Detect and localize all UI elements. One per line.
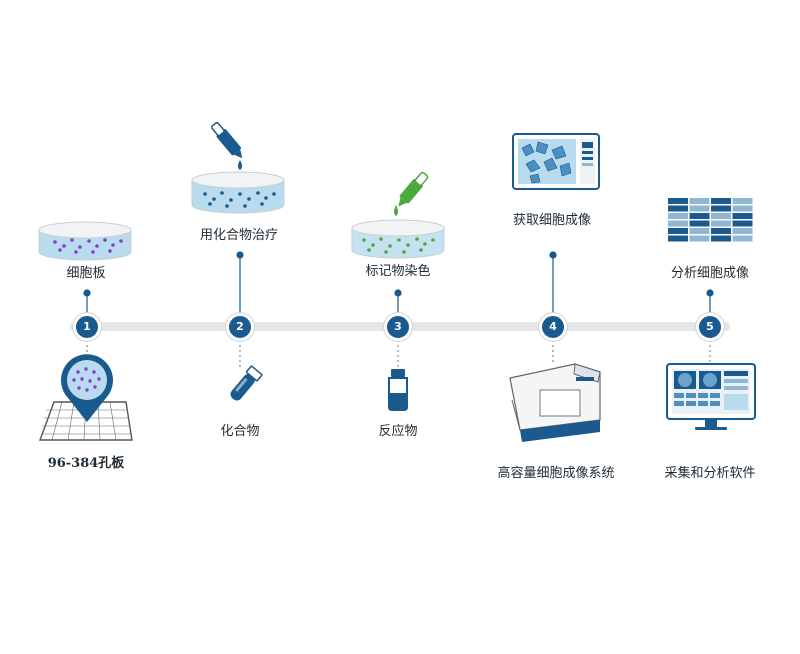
petri-dish-purple-icon bbox=[38, 221, 132, 261]
well-plate-icon bbox=[38, 354, 133, 441]
step-1-number: 1 bbox=[73, 313, 101, 341]
step-2-top-label: 用化合物治疗 bbox=[199, 228, 279, 243]
heatmap-cell bbox=[668, 198, 688, 204]
step-2-bottom-label: 化合物 bbox=[220, 424, 260, 439]
heatmap-cell bbox=[711, 205, 731, 212]
step-4-top-label: 获取细胞成像 bbox=[512, 213, 592, 228]
step-3-top-label: 标记物染色 bbox=[365, 264, 431, 279]
heatmap-cell bbox=[711, 213, 731, 219]
heatmap-cell bbox=[732, 228, 753, 234]
cell-image-monitor-icon bbox=[512, 133, 600, 190]
heatmap-cell bbox=[711, 198, 731, 204]
heatmap-cell bbox=[668, 220, 688, 227]
step-2-number: 2 bbox=[226, 313, 254, 341]
step-4-number: 4 bbox=[539, 313, 567, 341]
heatmap-cell bbox=[668, 228, 688, 234]
heatmap-cell bbox=[732, 205, 753, 212]
heatmap-cell bbox=[689, 220, 710, 227]
dropper-dish-green-icon bbox=[351, 171, 445, 259]
reagent-bottle-icon bbox=[388, 369, 408, 411]
heatmap-cell bbox=[732, 220, 753, 227]
heatmap-cell bbox=[689, 235, 710, 242]
step-5-top-label: 分析细胞成像 bbox=[670, 266, 750, 281]
dropper-dish-icon bbox=[191, 122, 285, 214]
heatmap-cell bbox=[732, 235, 753, 242]
step-3-bottom-label: 反应物 bbox=[378, 424, 418, 439]
heatmap-cell bbox=[711, 220, 731, 227]
heatmap-cell bbox=[711, 228, 731, 234]
heatmap-cell bbox=[689, 205, 710, 212]
step-5-number: 5 bbox=[696, 313, 724, 341]
imaging-system-icon bbox=[509, 363, 601, 442]
heatmap-cell bbox=[732, 213, 753, 219]
heatmap-cell bbox=[668, 205, 688, 212]
heatmap-cell bbox=[689, 198, 710, 204]
heatmap-cell bbox=[711, 235, 731, 242]
heatmap-cell bbox=[732, 198, 753, 204]
step-1-top-label: 细胞板 bbox=[66, 266, 106, 281]
step-5-bottom-label: 采集和分析软件 bbox=[664, 466, 756, 481]
heatmap-cell bbox=[689, 213, 710, 219]
step-3-number: 3 bbox=[384, 313, 412, 341]
analysis-software-icon bbox=[666, 363, 756, 430]
step-4-bottom-label: 高容量细胞成像系统 bbox=[497, 466, 615, 481]
heatmap-cell bbox=[668, 213, 688, 219]
heatmap-cell bbox=[689, 228, 710, 234]
compound-vial-icon bbox=[230, 365, 263, 401]
step-1-bottom-label: 96-384孔板 bbox=[47, 456, 125, 471]
heatmap-cell bbox=[668, 235, 688, 242]
heatmap-icon bbox=[668, 198, 753, 242]
